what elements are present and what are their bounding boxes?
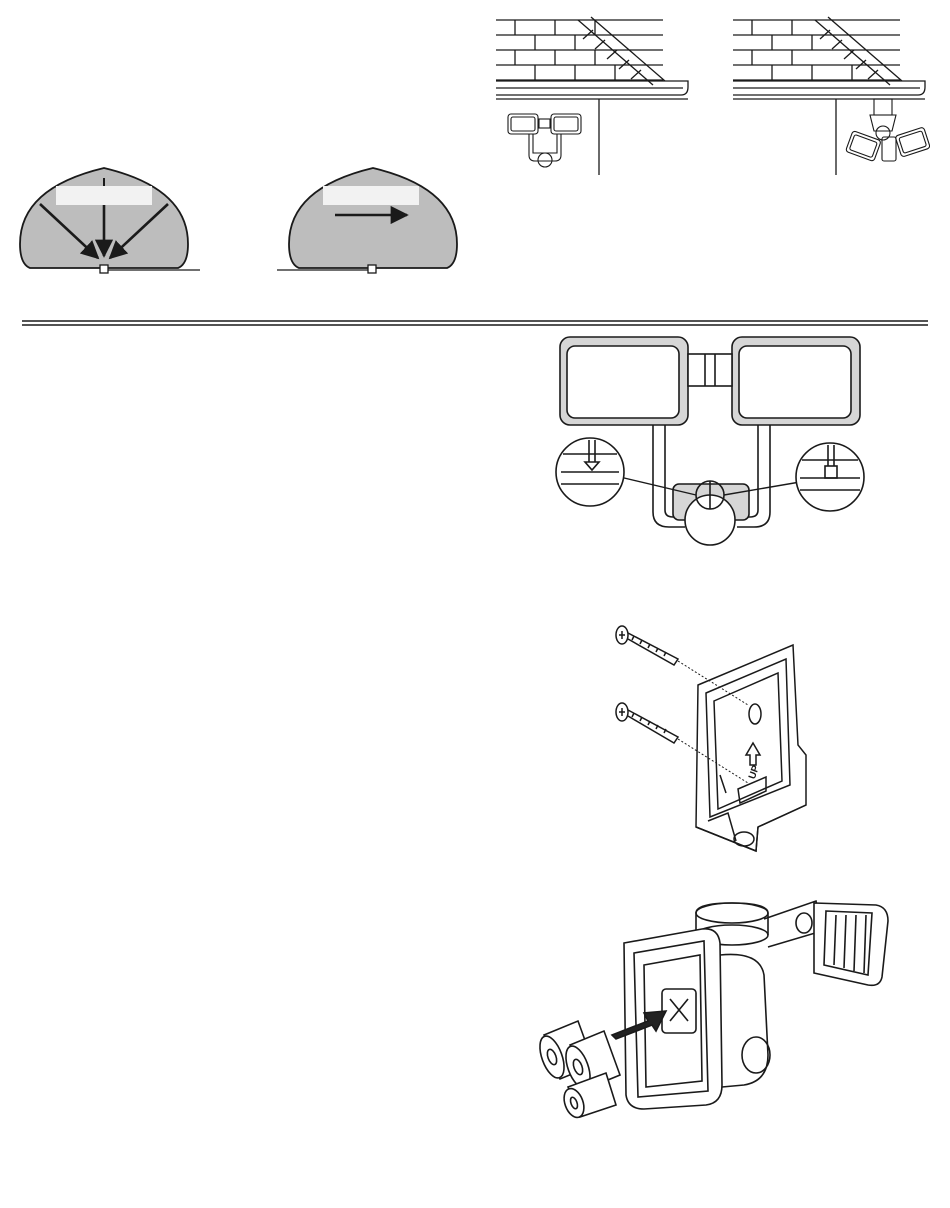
lamp-head-left bbox=[560, 337, 688, 425]
mini-fixture bbox=[508, 114, 581, 167]
sensor-marker bbox=[368, 265, 376, 273]
roof-eave-mount-illustration bbox=[730, 15, 930, 180]
brick-wall bbox=[733, 20, 900, 80]
zone-label-box bbox=[56, 186, 152, 205]
detection-zone-approach-diagram bbox=[18, 160, 208, 280]
brick-wall bbox=[496, 20, 663, 80]
mounting-bracket-illustration: UP bbox=[608, 615, 823, 860]
roof-slope bbox=[815, 17, 902, 85]
eave-gutter bbox=[733, 81, 925, 99]
mini-fixture-eave bbox=[845, 99, 930, 162]
section-divider bbox=[22, 320, 928, 328]
fixture-alignment-illustration bbox=[545, 332, 875, 552]
battery-icon bbox=[560, 1073, 616, 1120]
callout-detail-right bbox=[796, 443, 864, 511]
lamp-head bbox=[814, 903, 888, 985]
lamp-head-right bbox=[732, 337, 860, 425]
mounting-bracket bbox=[696, 645, 806, 851]
roof-wall-mount-illustration bbox=[493, 15, 698, 180]
battery-installation-illustration bbox=[524, 895, 894, 1120]
hinge bbox=[688, 354, 732, 386]
detection-zone bbox=[289, 168, 457, 268]
detection-zone-crossing-diagram bbox=[275, 160, 465, 280]
eave-gutter bbox=[496, 81, 688, 99]
callout-detail-left bbox=[556, 438, 624, 506]
battery-compartment bbox=[624, 929, 770, 1109]
sensor-marker bbox=[100, 265, 108, 273]
roof-slope bbox=[578, 17, 665, 85]
zone-label-box bbox=[323, 186, 419, 205]
